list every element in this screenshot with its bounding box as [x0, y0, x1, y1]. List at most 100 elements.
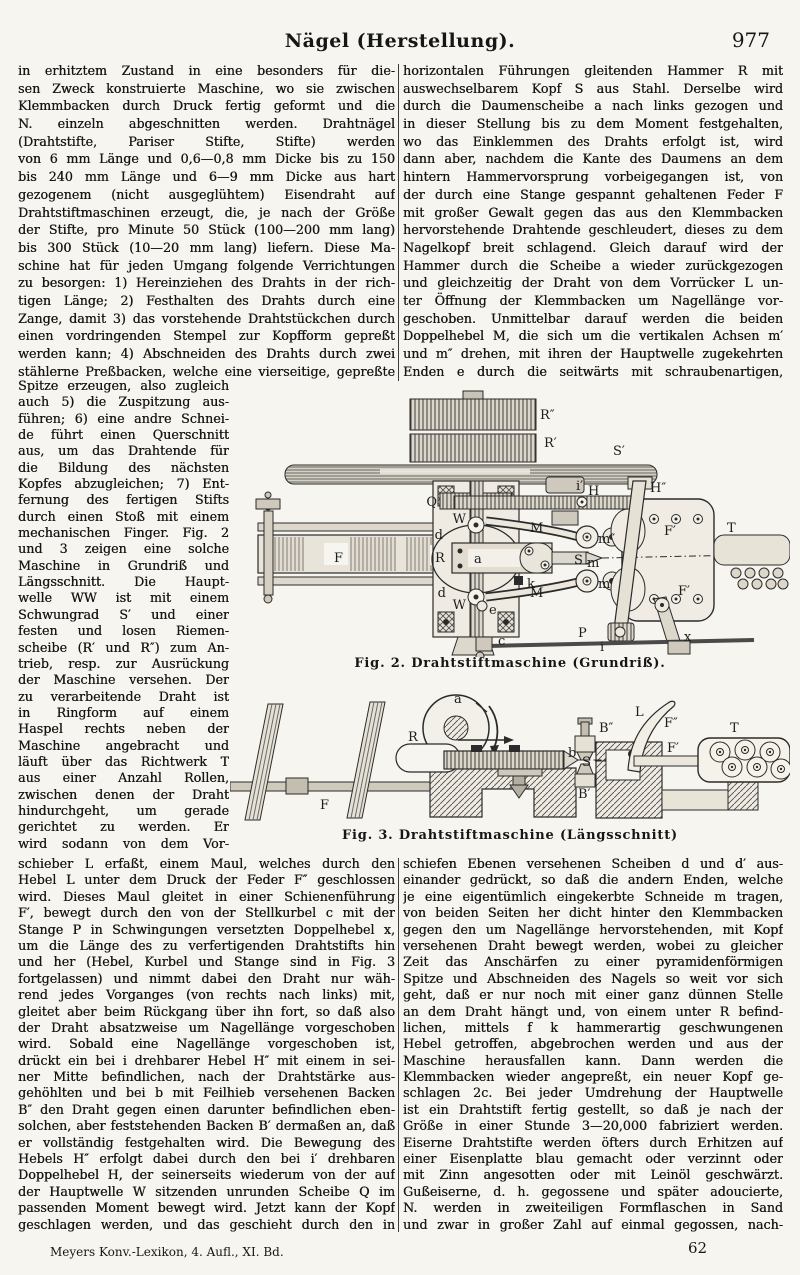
figure-label: i [600, 640, 604, 655]
figure-3-drahtstiftmaschine-laengsschnitt: a R S b B″ B′ L F″ F′ T F [230, 690, 790, 825]
text-line: gerichtet zu werden. Er [18, 819, 229, 835]
text-line: der durch eine Stange gespannt gehaltene… [403, 186, 783, 202]
figure-label: a [454, 692, 462, 707]
figure-label: T [727, 521, 736, 536]
text-line: hintern Hammervorsprung vorbeigegangen i… [403, 169, 783, 185]
text-line: stählerne Preßbacken, welche eine vierse… [18, 363, 395, 379]
figure-label: F [320, 798, 329, 813]
text-line: zu besorgen: 1) Hereinziehen des Drahts … [18, 275, 395, 291]
text-line: Nagelkopf breit schlagend. Gleich darauf… [403, 239, 783, 255]
text-line: aus, um das Drahtende für [18, 443, 229, 459]
left-column-top: in erhitztem Zustand in eine besonders f… [18, 62, 395, 380]
text-line: der Hauptwelle W sitzenden unrunden Sche… [18, 1183, 395, 1199]
figure-2-caption: Fig. 2. Drahtstiftmaschine (Grundriß). [354, 656, 666, 671]
text-line: solchen, aber feststehenden Backen B′ de… [18, 1118, 395, 1134]
right-column-bottom: schiefen Ebenen versehenen Scheiben d un… [403, 856, 783, 1233]
text-line: schieber L erfaßt, einem Maul, welches d… [18, 856, 395, 871]
text-line: und her (Hebel, Kurbel und Stange sind i… [18, 954, 395, 970]
figure-label: L [635, 705, 644, 720]
column-divider-bottom [398, 858, 399, 1232]
figure-label: S [574, 553, 583, 568]
figure-3-caption: Fig. 3. Drahtstiftmaschine (Längsschnitt… [342, 828, 678, 843]
text-line: horizontalen Führungen gleitenden Hammer… [403, 63, 783, 78]
text-line: Klemmbacken durch Druck fertig geformt u… [18, 98, 395, 114]
text-line: F′, bewegt durch den von der Stellkurbel… [18, 905, 395, 921]
figure-label: R′ [544, 436, 557, 451]
figure-label: W [453, 598, 467, 613]
text-line: Klemmbacken wieder angepreßt, ein neuer … [403, 1069, 783, 1085]
figure-label: F′ [678, 584, 690, 599]
figure-label: B″ [599, 721, 614, 736]
figure-label: B′ [578, 787, 591, 802]
figure-2-engraving: R″ R′ S′ Q W d F R a k M m″ M m′ S m e d… [255, 390, 790, 657]
text-line: schlagen 2c. Bei jeder Umdrehung der Hau… [403, 1085, 783, 1101]
text-line: führen; 6) eine andre Schnei- [18, 410, 229, 426]
figure-label: R″ [540, 408, 555, 423]
text-line: geschlagen werden, und das geschieht dur… [18, 1216, 395, 1232]
page-number: 977 [731, 28, 770, 52]
column-divider-top [398, 64, 399, 381]
text-line: wird. Dieses Maul gleitet in einer Schie… [18, 888, 395, 904]
text-line: N. einzeln abgeschnitten werden. Drahtnä… [18, 116, 395, 132]
figure-label: F [334, 551, 343, 566]
figure-label: S′ [613, 444, 625, 459]
text-line: Schwungrad S′ und einer [18, 606, 229, 622]
text-line: von beiden Seiten her dicht hinter den K… [403, 905, 783, 921]
text-line: auswechselbarem Kopf S aus Stahl. Dersel… [403, 80, 783, 96]
text-line: werden kann; 4) Abschneiden des Drahts d… [18, 346, 395, 361]
text-line: gleitet aber beim Rückgang über ihn fort… [18, 1003, 395, 1019]
clamping-jaws [574, 717, 596, 788]
text-line: mit großer Gewalt gegen das aus den Klem… [403, 204, 783, 220]
figure-label: M [530, 521, 543, 536]
text-line: trieb, resp. zur Ausrückung [18, 655, 229, 671]
text-line: hervorstehende Drahtende geschleudert, d… [403, 222, 783, 238]
text-line: einen vordringenden Stempel zur Kopfform… [18, 328, 395, 344]
text-line: bis 300 Stück (10—20 mm lang) liefern. D… [18, 239, 395, 255]
text-line: gehöhlten und bei b mit Feilhieb versehe… [18, 1085, 395, 1101]
figure-label: R [435, 551, 446, 566]
text-line: der Draht absatzweise um Nagellänge vorg… [18, 1019, 395, 1035]
belt-pulleys [409, 390, 537, 463]
text-line: Längsschnitt. Die Haupt- [18, 574, 229, 590]
text-line: versehenen Draht bewegt werden, wobei zu… [403, 937, 783, 953]
text-line: von 6 mm Länge und 0,6—0,8 mm Dicke bis … [18, 151, 395, 167]
text-line: lichen, mittels f k hammerartig geschwun… [403, 1019, 783, 1035]
text-line: Hebel L unter dem Druck der Feder F″ ges… [18, 872, 395, 888]
text-line: gezogenem (nicht ausgeglühtem) Eisendrah… [18, 186, 395, 202]
figure-label: d [438, 586, 446, 601]
text-line: wo das Einklemmen des Drahts erfolgt ist… [403, 133, 783, 149]
text-line: B″ den Draht gegen einen darunter befind… [18, 1101, 395, 1117]
text-line: Doppelhebel H, der seinerseits wiederum … [18, 1167, 395, 1183]
text-line: zwischen denen der Draht [18, 786, 229, 802]
straightener-T-rollers [697, 737, 790, 783]
text-line: bis 240 mm Länge und 6—9 mm Dicke aus ha… [18, 169, 395, 185]
text-line: wird. Sobald eine Nagellänge vorgeschobe… [18, 1036, 395, 1052]
text-line: zu verarbeitende Draht ist [18, 688, 229, 704]
imprint-line: Meyers Konv.-Lexikon, 4. Aufl., XI. Bd. [50, 1245, 284, 1259]
text-line: Zeit das Anschärfen zu einer pyramidenfö… [403, 954, 783, 970]
text-line: fernung des fertigen Stifts [18, 492, 229, 508]
figure-2-labels: R″ R′ S′ Q W d F R a k M m″ M m′ S m e d… [334, 408, 736, 655]
figure-label: F′ [664, 524, 676, 539]
page-title: Nägel (Herstellung). [284, 30, 516, 52]
drive-shaft-and-spring-arms [230, 701, 437, 821]
text-line: ner Mitte befindlichen, nach der Drahtst… [18, 1069, 395, 1085]
text-line: Hebels H″ erfolgt dabei durch den bei i′… [18, 1151, 395, 1167]
text-line: Zange, damit 3) das vorstehende Drahtstü… [18, 310, 395, 326]
figure-label: S [582, 755, 591, 770]
text-line: sen Zweck konstruierte Maschine, wo sie … [18, 80, 395, 96]
text-line: Spitze und Abschneiden des Nagels so wei… [403, 970, 783, 986]
figure-label: m [587, 556, 599, 571]
text-line: in Ringform auf einem [18, 704, 229, 720]
text-line: welle WW ist mit einem [18, 590, 229, 606]
text-line: Gußeiserne, d. h. gegossene und später a… [403, 1183, 783, 1199]
figure-label: H [588, 484, 599, 499]
text-line: in dieser Stellung bis zu dem Moment fes… [403, 116, 783, 132]
text-line: aus einer Anzahl Rollen, [18, 770, 229, 786]
text-line: er vollständig festgehalten wird. Die Be… [18, 1134, 395, 1150]
text-line: und 3 zeigen eine solche [18, 541, 229, 557]
text-line: durch die Daumenscheibe a nach links gez… [403, 98, 783, 114]
text-line: einander gedrückt, so daß die andern End… [403, 872, 783, 888]
text-line: drückt ein bei i drehbarer Hebel H″ mit … [18, 1052, 395, 1068]
